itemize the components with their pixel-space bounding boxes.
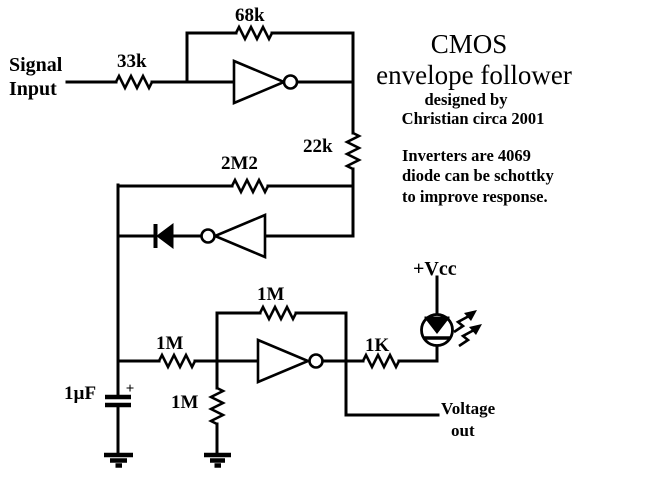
capacitor-value-label: 1µF <box>64 383 96 404</box>
note-line3: to improve response. <box>402 187 548 206</box>
note-line2: diode can be schottky <box>402 166 554 185</box>
title-byline2: Christian circa 2001 <box>402 109 545 128</box>
vcc-label: +Vcc <box>413 258 457 280</box>
resistor-1m-shunt-label: 1M <box>171 392 199 413</box>
inverter-3 <box>256 338 324 384</box>
resistor-68k <box>234 24 274 42</box>
resistor-22k <box>344 131 362 171</box>
light-arrow-2-head <box>469 324 482 335</box>
note-line1: Inverters are 4069 <box>402 146 531 165</box>
signal-input-label-line1: Signal <box>9 54 63 76</box>
resistor-68k-label: 68k <box>235 5 265 26</box>
title-line1: CMOS <box>431 29 508 59</box>
notes-block: Inverters are 4069 diode can be schottky… <box>402 146 554 206</box>
inverter-1 <box>232 59 299 105</box>
signal-input-label-line2: Input <box>9 78 57 100</box>
voltage-out-label-line2: out <box>451 421 475 440</box>
light-arrow-2-shaft <box>458 328 475 348</box>
resistor-1m-feedback <box>258 304 298 322</box>
resistor-1m-series-label: 1M <box>156 333 184 354</box>
inverter1-triangle <box>232 59 288 105</box>
title-line2: envelope follower <box>376 60 572 90</box>
resistor-22k-label: 22k <box>303 136 333 157</box>
ground-capacitor <box>104 452 133 468</box>
inverter3-bubble <box>308 353 324 369</box>
resistor-1k-label: 1K <box>365 335 390 356</box>
inverter2-triangle <box>211 213 267 259</box>
inverter2-bubble <box>200 228 216 244</box>
resistor-1k <box>361 352 401 370</box>
wires <box>65 31 440 457</box>
resistor-1m-shunt <box>208 386 226 426</box>
resistor-1m-series <box>157 352 197 370</box>
ground-shunt-resistor <box>204 452 231 468</box>
inverter1-bubble <box>282 74 299 90</box>
title-block: CMOS envelope follower designed by Chris… <box>376 29 572 128</box>
capacitor-plus-sign: + <box>126 381 135 397</box>
capacitor-1uf <box>105 394 131 408</box>
light-arrow-1-shaft <box>453 314 470 334</box>
diode <box>153 223 174 249</box>
resistor-33k <box>114 73 154 91</box>
light-arrow-1-head <box>464 310 477 321</box>
voltage-out-label-line1: Voltage <box>441 399 496 418</box>
led-triangle <box>425 318 449 334</box>
resistor-2m2-label: 2M2 <box>221 153 258 174</box>
resistor-33k-label: 33k <box>117 51 147 72</box>
title-byline1: designed by <box>425 90 509 109</box>
diode-triangle <box>156 223 174 249</box>
resistor-1m-feedback-label: 1M <box>257 284 285 305</box>
resistor-2m2 <box>230 177 270 195</box>
led-light-arrows <box>453 310 482 348</box>
component-labels: Signal Input 33k 68k 22k 2M2 1M 1M 1M 1K… <box>9 5 496 440</box>
resistors <box>114 24 401 426</box>
led <box>420 310 482 348</box>
inverter3-triangle <box>256 338 312 384</box>
inverter-2 <box>200 213 267 259</box>
